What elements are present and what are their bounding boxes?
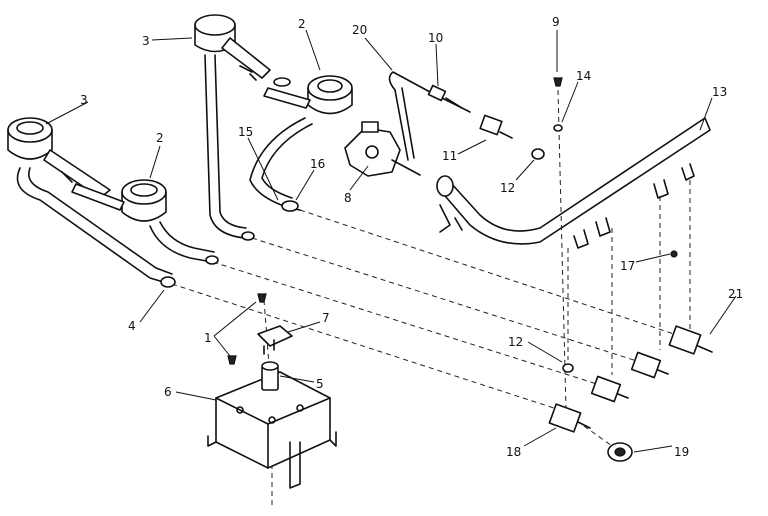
- rear-right-burner: [249, 75, 353, 211]
- spark-module: [261, 361, 279, 391]
- callout-19: 19: [674, 445, 689, 459]
- burner-valves: [548, 325, 713, 433]
- callout-2-rear: 2: [298, 17, 306, 31]
- callout-20: 20: [352, 23, 367, 37]
- callout-21: 21: [728, 287, 743, 301]
- callouts: 3 2 20 10 9 14 13 3 2 15 16 8 11 12 17 2…: [80, 15, 743, 459]
- callout-11: 11: [442, 149, 457, 163]
- callout-5: 5: [316, 377, 324, 391]
- callout-6: 6: [164, 385, 172, 399]
- callout-1: 1: [204, 331, 212, 345]
- callout-15: 15: [238, 125, 253, 139]
- clip-bracket: [257, 325, 293, 355]
- callout-3-front: 3: [80, 93, 88, 107]
- control-knob: [607, 442, 633, 462]
- rear-left-burner: [194, 14, 271, 239]
- orifice-fittings: [160, 200, 299, 288]
- callout-13: 13: [712, 85, 727, 99]
- front-right-burner: [71, 179, 215, 263]
- gas-line-tube: [388, 71, 471, 161]
- valve-fitting: [479, 114, 513, 139]
- screws: [227, 293, 267, 365]
- callout-14: 14: [576, 69, 591, 83]
- callout-17: 17: [620, 259, 635, 273]
- front-left-burner: [7, 117, 173, 285]
- mounting-bracket: [207, 371, 337, 489]
- callout-3-rear: 3: [142, 34, 150, 48]
- small-fittings: [531, 77, 678, 373]
- callout-9: 9: [552, 15, 560, 29]
- callout-18: 18: [506, 445, 521, 459]
- callout-10: 10: [428, 31, 443, 45]
- callout-12-bottom: 12: [508, 335, 523, 349]
- callout-16: 16: [310, 157, 325, 171]
- callout-2-front: 2: [156, 131, 164, 145]
- callout-8: 8: [344, 191, 352, 205]
- callout-12-top: 12: [500, 181, 515, 195]
- manifold-pipe: [436, 117, 711, 249]
- callout-4: 4: [128, 319, 136, 333]
- pressure-regulator: [344, 121, 421, 177]
- callout-7: 7: [322, 311, 330, 325]
- leader-lines: [45, 29, 737, 453]
